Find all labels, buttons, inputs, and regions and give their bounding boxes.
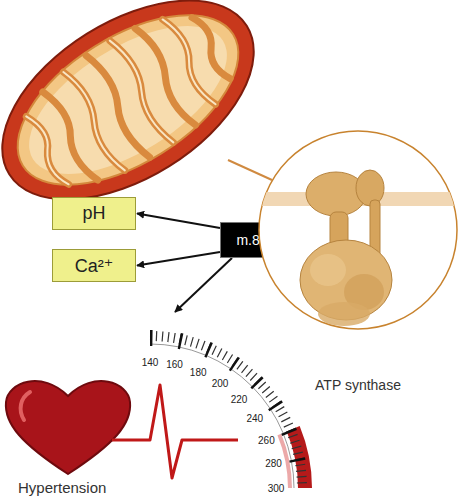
dial-number: 140 [142,357,159,368]
dial-number: 280 [265,458,282,469]
dial-number: 200 [212,378,229,389]
atp-synthase-illustration [258,130,458,330]
effect-arrow [137,214,220,229]
effect-box: Ca²⁺ [52,249,136,282]
dial-number: 220 [231,393,248,404]
dial-number: 300 [268,483,285,494]
mitochondrion [0,0,288,240]
effect-arrow [175,258,232,312]
outcome-label: Hypertension [18,479,106,496]
box-label: pH [82,203,105,224]
heart [6,381,130,474]
dial-number: 160 [166,359,183,370]
blood-pressure-dial [150,336,305,488]
dial-number: 260 [258,434,275,445]
dial-number: 240 [246,412,263,423]
pulse-line [112,385,238,478]
effect-box: pH [52,197,136,230]
effect-arrow [137,252,220,266]
box-label: Ca²⁺ [75,255,114,277]
dial-number: 180 [190,366,207,377]
outcome-zone: Hypertension [0,312,300,501]
structure-label: ATP synthase [258,377,458,393]
zoom-circle: ATP synthase [258,130,458,395]
zoom-line [228,160,272,180]
heart-highlight [21,392,30,420]
